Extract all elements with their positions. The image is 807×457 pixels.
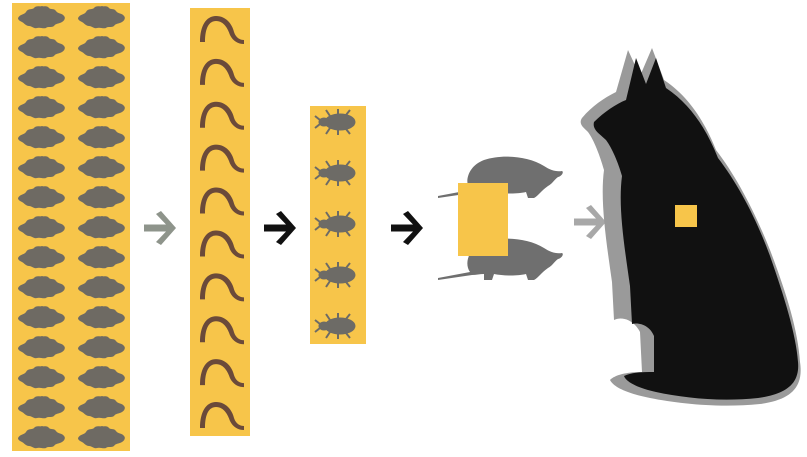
primary-consumers-bar [190, 8, 250, 436]
top-predator-bar [675, 205, 697, 227]
fox-icon [594, 58, 799, 400]
secondary-consumers-column [310, 106, 366, 344]
top-predator-group [581, 48, 801, 406]
arrow-right-icon [391, 211, 423, 245]
producers-column [12, 3, 130, 451]
arrow-right-icon [144, 211, 176, 245]
arrow-right-icon [574, 205, 606, 239]
primary-consumers-column [190, 8, 250, 436]
tertiary-consumers-group [438, 157, 563, 280]
arrow-right-icon [264, 211, 296, 245]
tertiary-consumers-bar [458, 183, 508, 256]
